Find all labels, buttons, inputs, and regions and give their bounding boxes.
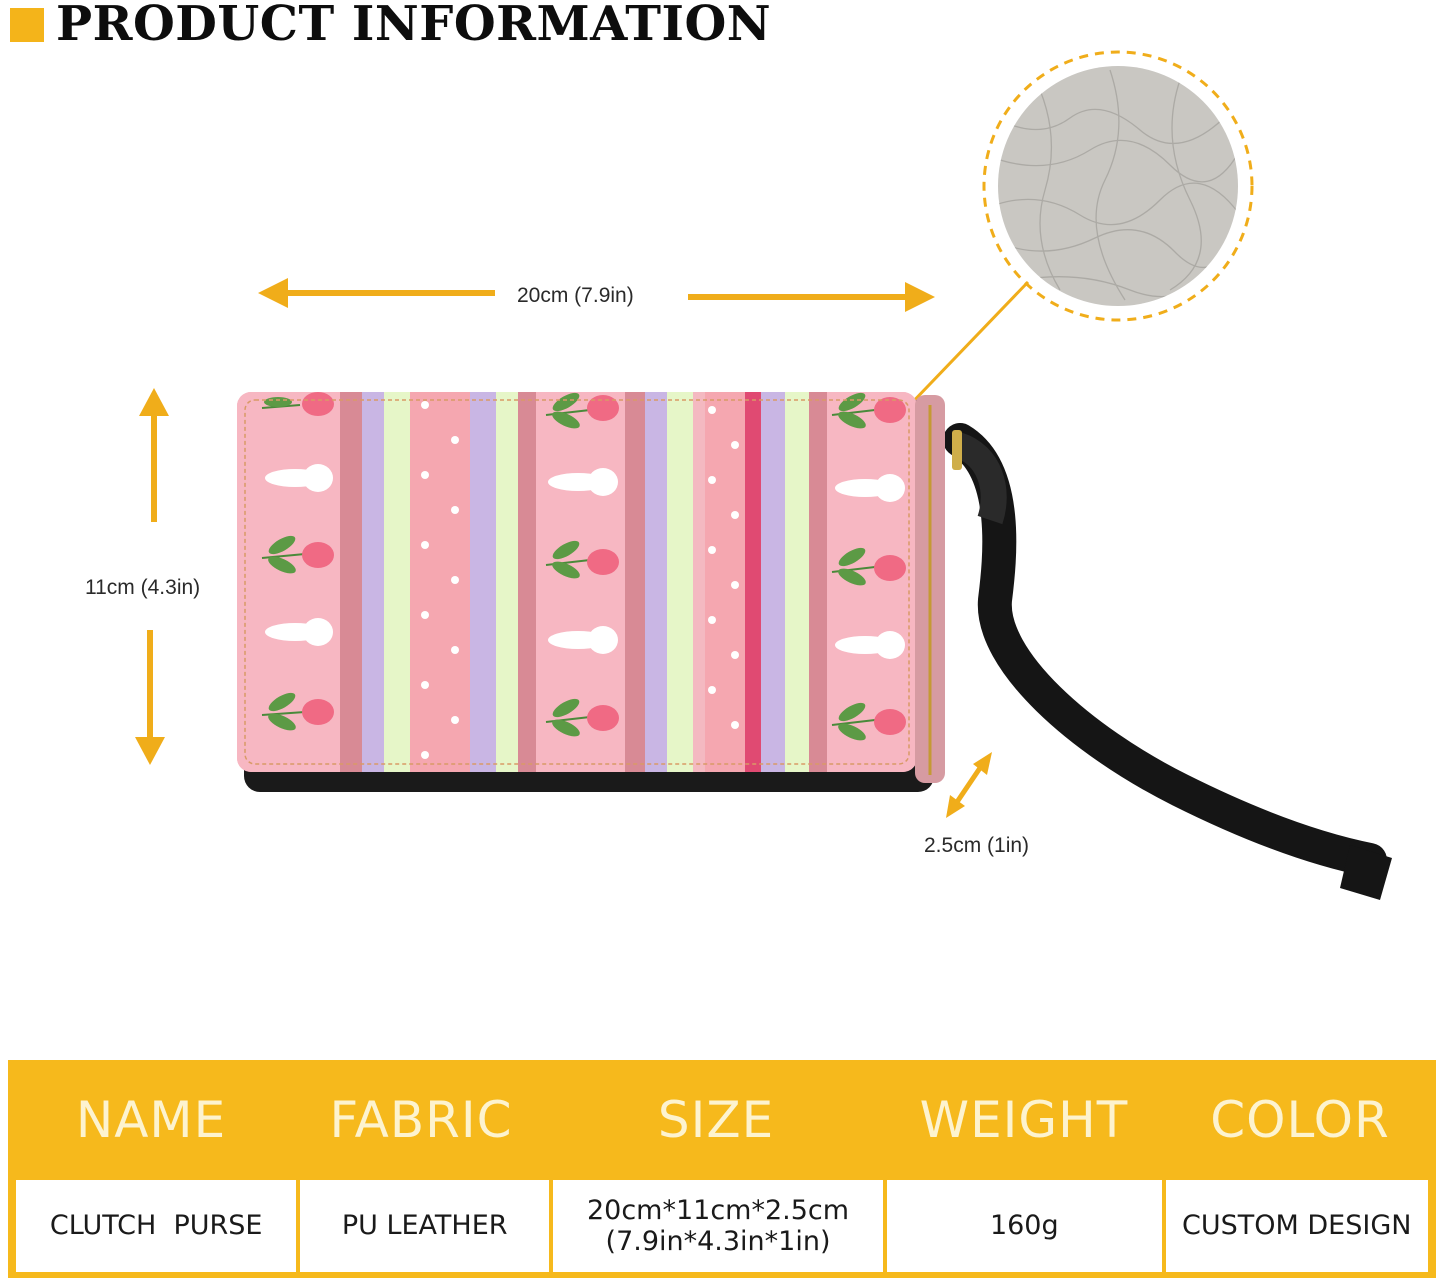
spec-table-header: NAME FABRIC SIZE WEIGHT COLOR	[8, 1060, 1436, 1180]
value-size: 20cm*11cm*2.5cm (7.9in*4.3in*1in)	[552, 1180, 884, 1272]
spec-table: NAME FABRIC SIZE WEIGHT COLOR CLUTCH PUR…	[8, 1060, 1436, 1278]
value-color-text: CUSTOM DESIGN	[1182, 1210, 1412, 1242]
header-weight: WEIGHT	[919, 1091, 1129, 1149]
header-name: NAME	[75, 1091, 227, 1149]
depth-arrow	[946, 752, 992, 818]
depth-label: 2.5cm (1in)	[924, 834, 1030, 857]
product-illustration	[135, 50, 1392, 900]
header-size: SIZE	[657, 1091, 775, 1149]
page-header: PRODUCT INFORMATION	[0, 0, 900, 56]
value-fabric: PU LEATHER	[300, 1180, 549, 1272]
value-size-line1: 20cm*11cm*2.5cm	[586, 1194, 850, 1226]
value-weight-text: 160g	[989, 1210, 1059, 1242]
width-arrow	[258, 278, 935, 312]
header-color: COLOR	[1210, 1091, 1390, 1149]
value-fabric-text: PU LEATHER	[341, 1210, 508, 1242]
height-arrow	[135, 388, 169, 765]
value-color: CUSTOM DESIGN	[1165, 1180, 1428, 1272]
header-accent-square	[10, 8, 44, 42]
value-size-line2: (7.9in*4.3in*1in)	[605, 1226, 831, 1257]
page-title: PRODUCT INFORMATION	[56, 0, 772, 52]
width-label: 20cm (7.9in)	[517, 284, 634, 307]
value-name-text: CLUTCH PURSE	[49, 1210, 263, 1242]
value-weight: 160g	[887, 1180, 1162, 1272]
wrist-strap	[943, 423, 1392, 900]
spec-table-row: CLUTCH PURSE PU LEATHER 20cm*11cm*2.5cm …	[16, 1180, 1428, 1272]
header-fabric: FABRIC	[329, 1091, 513, 1149]
material-swatch-icon	[898, 50, 1254, 417]
height-label: 11cm (4.3in)	[85, 576, 201, 599]
purse-body	[237, 392, 962, 792]
value-name: CLUTCH PURSE	[16, 1180, 297, 1272]
